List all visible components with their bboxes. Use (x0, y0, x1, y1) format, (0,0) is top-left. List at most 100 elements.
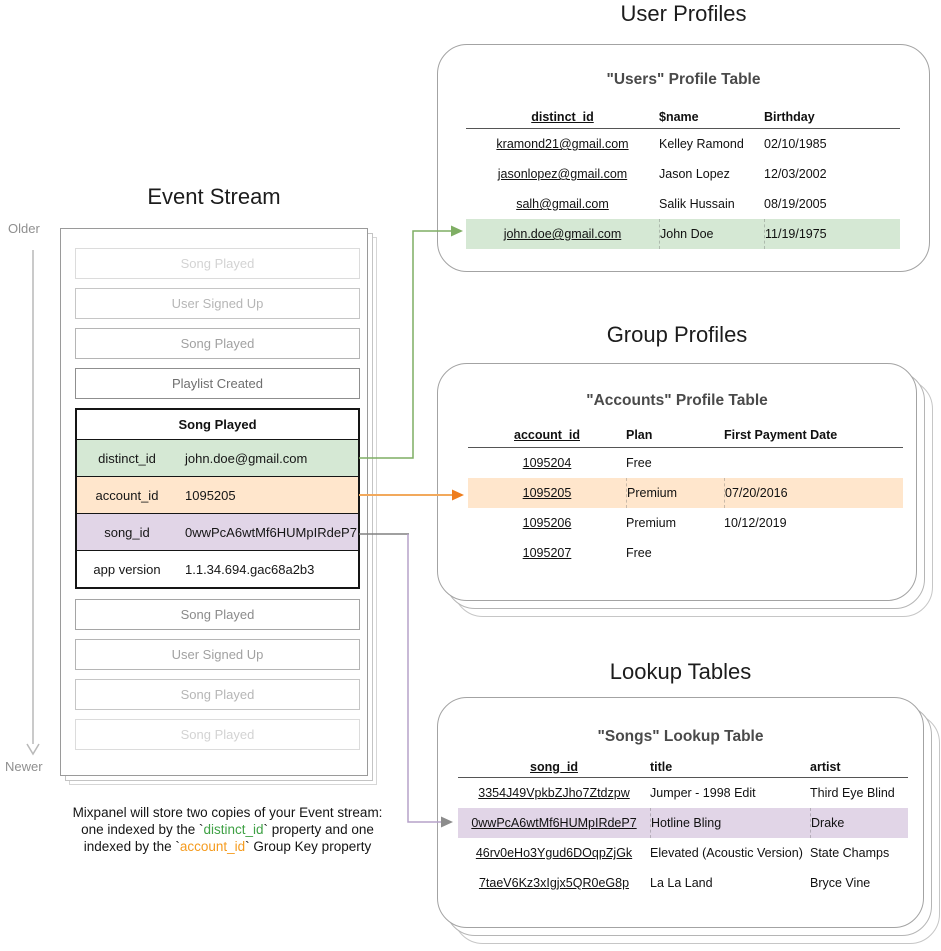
accounts-table-title: "Accounts" Profile Table (586, 392, 768, 409)
event-card: User Signed Up (75, 639, 360, 670)
selected-event-title: Song Played (178, 417, 257, 432)
property-value: 0wwPcA6wtMf6HUMpIRdeP7 (185, 524, 357, 540)
property-key: account_id (95, 487, 159, 503)
event-property-row: app version 1.1.34.694.gac68a2b3 (77, 550, 358, 587)
event-label: Song Played (180, 687, 255, 702)
table-cell: Premium (626, 516, 677, 530)
table-row: 3354J49VpkbZJho7Ztdzpw Jumper - 1998 Edit… (458, 778, 908, 808)
table-cell: La La Land (650, 876, 713, 890)
table-cell: kramond21@gmail.com (496, 137, 629, 151)
table-row: kramond21@gmail.com Kelley Ramond 02/10/19… (466, 129, 900, 159)
table-cell: 07/20/2016 (724, 478, 903, 508)
table-cell: Free (626, 456, 652, 470)
table-cell: Drake (810, 808, 908, 838)
table-cell: 7taeV6Kz3xIgjx5QR0eG8p (478, 876, 630, 890)
newer-label: Newer (5, 759, 43, 774)
table-cell: Premium (626, 478, 724, 508)
table-cell: 08/19/2005 (764, 197, 827, 211)
caption-text: indexed by the ` (83, 839, 180, 854)
event-card: Song Played (75, 328, 360, 359)
songs-lookup-table: song_id title artist 3354J49VpkbZJho7Ztdzp… (458, 756, 908, 898)
property-value: 1.1.34.694.gac68a2b3 (185, 561, 315, 577)
property-key: distinct_id (98, 450, 156, 466)
table-cell: Jumper - 1998 Edit (650, 786, 756, 800)
caption-line: Mixpanel will store two copies of your E… (30, 804, 425, 821)
table-header-row: song_id title artist (458, 756, 908, 778)
users-table-title: "Users" Profile Table (606, 71, 761, 88)
event-label: User Signed Up (171, 296, 264, 311)
table-cell: Kelley Ramond (659, 137, 744, 151)
caption-line: indexed by the `account_id` Group Key pr… (30, 838, 425, 855)
timeline-arrowhead-icon (26, 743, 40, 756)
table-cell: 1095204 (522, 456, 572, 470)
event-card: Song Played (75, 248, 360, 279)
table-cell: Free (626, 546, 652, 560)
older-label: Older (8, 221, 40, 236)
table-cell: 3354J49VpkbZJho7Ztdzpw (478, 786, 630, 800)
table-cell: State Champs (810, 846, 890, 860)
songs-table-title: "Songs" Lookup Table (597, 728, 764, 745)
table-cell: 10/12/2019 (724, 516, 787, 530)
event-label: Song Played (180, 727, 255, 742)
table-cell: 1095205 (522, 486, 572, 500)
event-label: User Signed Up (171, 647, 264, 662)
user-profiles-title: User Profiles (620, 1, 747, 26)
table-row: 46rv0eHo3Ygud6DOqpZjGk Elevated (Acoustic… (458, 838, 908, 868)
table-cell: 02/10/1985 (764, 137, 827, 151)
table-body: 3354J49VpkbZJho7Ztdzpw Jumper - 1998 Edit… (458, 778, 908, 898)
table-cell: Third Eye Blind (810, 786, 895, 800)
table-row: salh@gmail.com Salik Hussain 08/19/2005 (466, 189, 900, 219)
songs-card-surface: "Songs" Lookup Table song_id title artist … (437, 697, 924, 928)
table-cell: Salik Hussain (659, 197, 735, 211)
property-key: song_id (104, 524, 150, 540)
event-label: Playlist Created (171, 376, 264, 391)
column-header: title (650, 759, 673, 774)
column-header: distinct_id (531, 109, 594, 124)
table-cell: 46rv0eHo3Ygud6DOqpZjGk (475, 846, 633, 860)
table-cell (724, 448, 903, 478)
column-header: artist (810, 759, 841, 774)
table-cell: salh@gmail.com (516, 197, 609, 211)
event-label: Song Played (180, 256, 255, 271)
event-label: Song Played (180, 336, 255, 351)
table-cell: Elevated (Acoustic Version) (650, 846, 803, 860)
event-card: Song Played (75, 719, 360, 750)
column-header: song_id (530, 759, 578, 774)
table-cell: 12/03/2002 (764, 167, 827, 181)
table-cell: John Doe (659, 219, 764, 249)
table-cell: 0wwPcA6wtMf6HUMpIRdeP7 (471, 816, 637, 830)
table-row: 1095206 Premium 10/12/2019 (468, 508, 903, 538)
table-cell (724, 538, 903, 568)
column-header: account_id (514, 427, 580, 442)
event-stream-title: Event Stream (147, 184, 281, 209)
event-label: Song Played (180, 607, 255, 622)
caption-code-green: distinct_id (203, 822, 264, 837)
table-cell: john.doe@gmail.com (503, 227, 622, 241)
column-header: First Payment Date (724, 427, 838, 442)
event-property-row: song_id 0wwPcA6wtMf6HUMpIRdeP7 (77, 513, 358, 550)
table-cell: Hotline Bling (650, 808, 810, 838)
property-key: app version (93, 561, 161, 577)
table-cell: 1095206 (522, 516, 572, 530)
lookup-tables-card: "Songs" Lookup Table song_id title artist … (437, 697, 940, 944)
